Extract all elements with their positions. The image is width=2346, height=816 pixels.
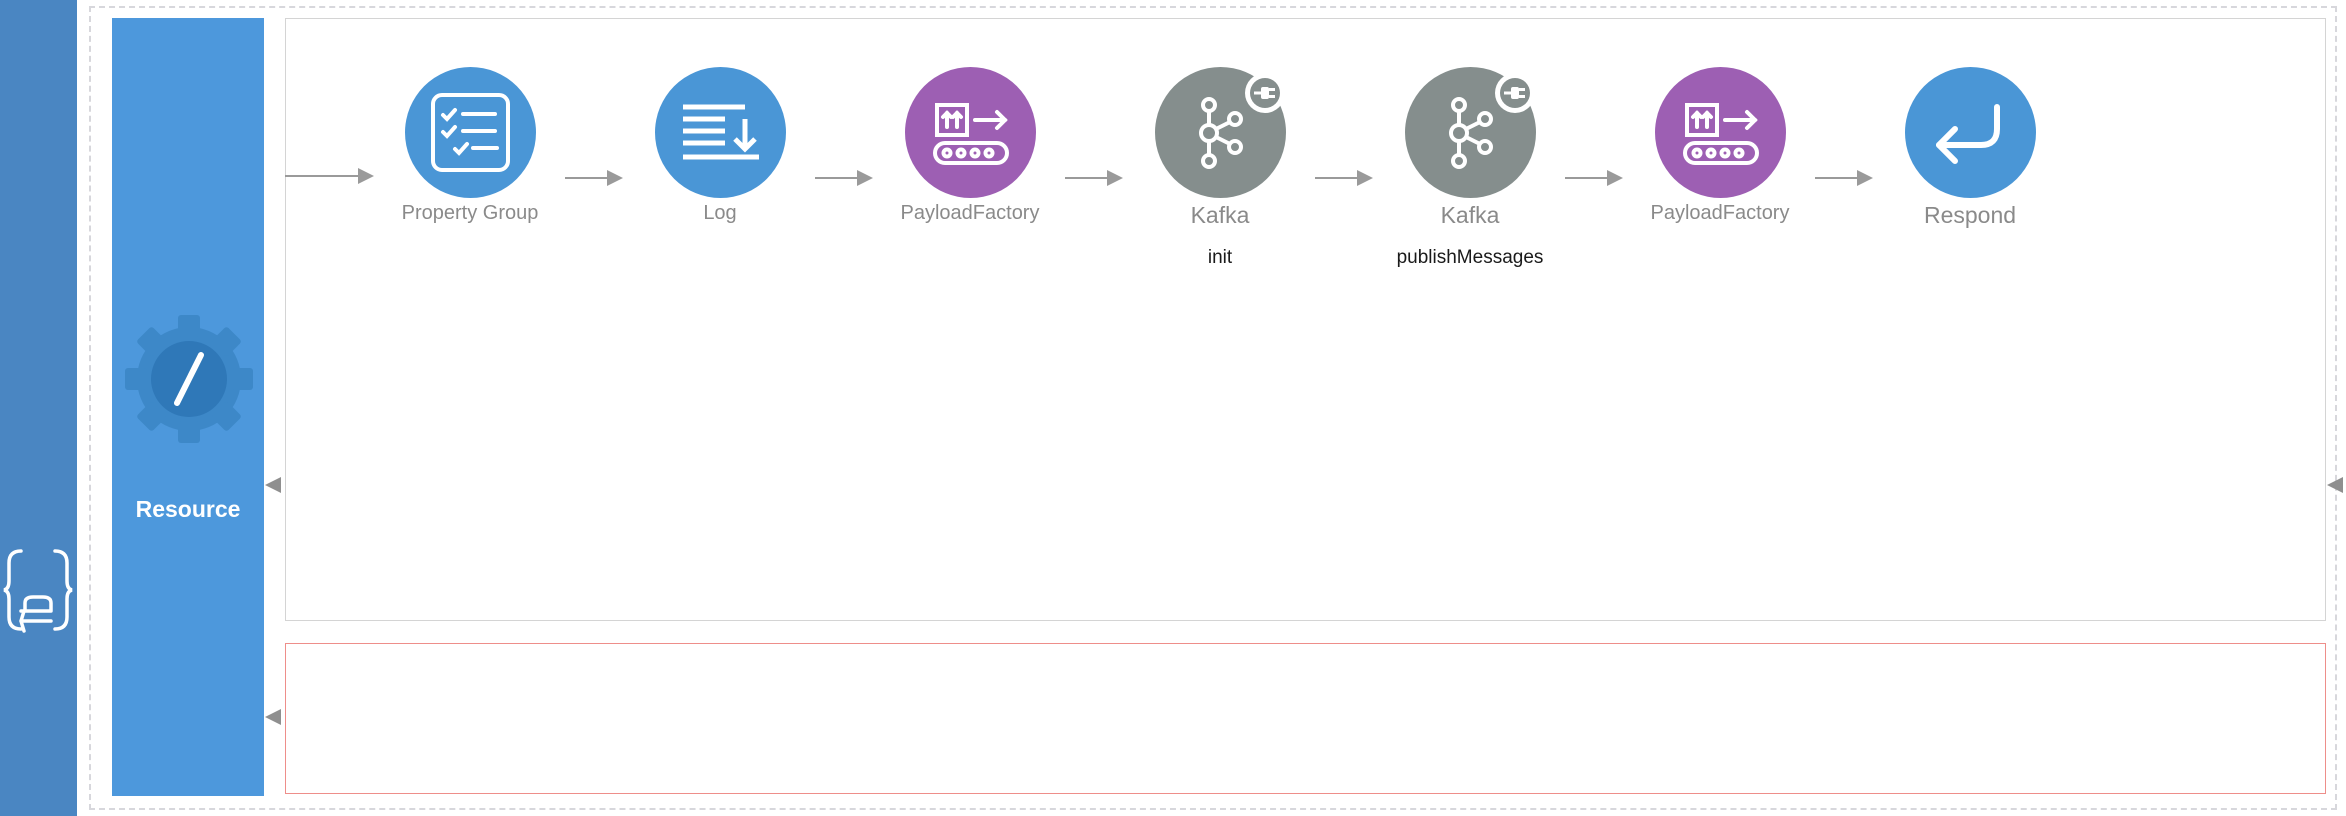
- mediator-label: Kafka: [1190, 202, 1250, 228]
- mediator-respond[interactable]: Respond: [1870, 67, 2070, 229]
- mediator-sublabel: publishMessages: [1396, 247, 1544, 268]
- mediator-kafka-init[interactable]: Kafka init: [1120, 67, 1320, 269]
- resource-panel[interactable]: Resource: [112, 18, 264, 796]
- out-right-arrow: [2327, 477, 2343, 493]
- mediator-label: Log: [703, 202, 737, 224]
- mediator-log[interactable]: Log: [620, 67, 820, 225]
- mediator-label: Respond: [1923, 202, 2017, 228]
- api-braces-icon: [3, 549, 73, 633]
- in-left-arrow: [265, 477, 281, 493]
- property-group-icon: [430, 93, 510, 172]
- payload-factory-icon: [1682, 103, 1759, 165]
- gear-pencil-icon: [125, 315, 253, 443]
- mediator-kafka-publish[interactable]: Kafka publishMessages: [1370, 67, 1570, 269]
- respond-icon: [1935, 104, 2000, 164]
- fault-left-arrow: [265, 709, 281, 725]
- log-icon: [682, 104, 759, 160]
- mediator-label: PayloadFactory: [1650, 202, 1790, 224]
- mediator-payload-factory-2[interactable]: PayloadFactory: [1620, 67, 1820, 225]
- mediator-sublabel: init: [1207, 247, 1233, 268]
- mediator-payload-factory-1[interactable]: PayloadFactory: [870, 67, 1070, 225]
- resource-label: Resource: [135, 496, 241, 522]
- kafka-icon: [1198, 73, 1285, 169]
- payload-factory-icon: [932, 103, 1009, 165]
- api-strip: [0, 0, 77, 816]
- kafka-icon: [1448, 73, 1535, 169]
- api-resource-frame: [89, 6, 2337, 810]
- mediator-property-group[interactable]: Property Group: [370, 67, 570, 225]
- mediator-label: Property Group: [401, 202, 539, 224]
- mediator-label: Kafka: [1440, 202, 1500, 228]
- mediator-label: PayloadFactory: [900, 202, 1040, 224]
- fault-sequence-area[interactable]: [285, 643, 2326, 794]
